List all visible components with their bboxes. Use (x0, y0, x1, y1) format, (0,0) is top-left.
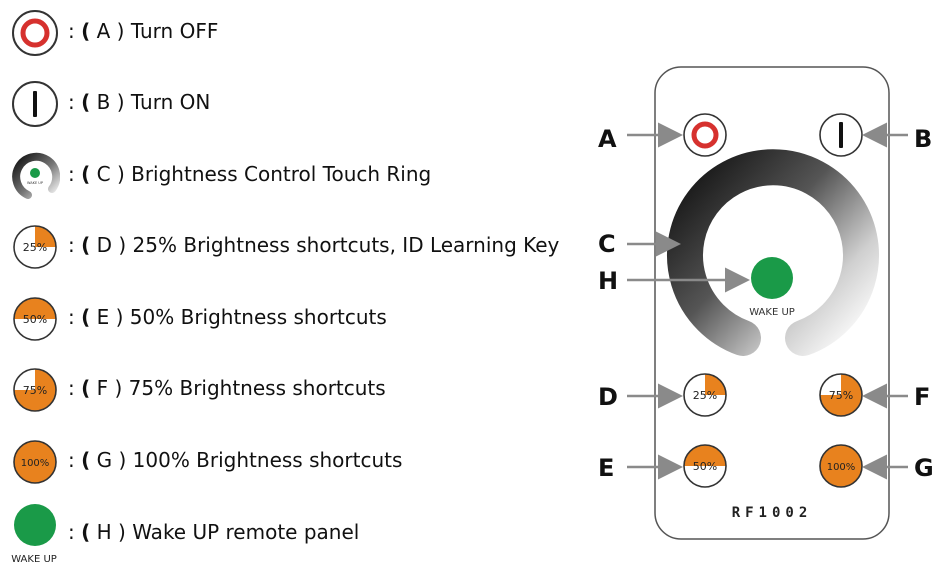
power-on-icon (12, 81, 58, 127)
wake-up-remote-label: WAKE UP (749, 307, 795, 318)
off-button[interactable] (683, 113, 727, 157)
brightness-100-icon: 100% (13, 440, 57, 484)
brightness-touch-ring[interactable] (667, 149, 879, 356)
callout-e: E (598, 454, 614, 482)
svg-text:50%: 50% (693, 460, 717, 473)
legend-label-e: : ( E ) 50% Brightness shortcuts (68, 305, 387, 329)
wake-up-legend-label: WAKE UP (11, 554, 57, 565)
remote-diagram: WAKE UP 25% 75% 50% 100% RF1002 (598, 66, 934, 540)
legend-row-f: 75% : ( F ) 75% Brightness shortcuts (8, 365, 568, 415)
legend-row-g: 100% : ( G ) 100% Brightness shortcuts (8, 437, 568, 487)
badge-50: 50% (23, 313, 47, 326)
callout-h: H (598, 267, 618, 295)
on-button[interactable] (819, 113, 863, 157)
legend-label-c: : ( C ) Brightness Control Touch Ring (68, 162, 432, 186)
svg-text:25%: 25% (693, 389, 717, 402)
legend-label-d: : ( D ) 25% Brightness shortcuts, ID Lea… (68, 233, 560, 257)
brightness-75-button[interactable]: 75% (819, 373, 863, 417)
callout-arrows (627, 122, 908, 480)
legend-row-b: : ( B ) Turn ON (8, 79, 568, 129)
wake-up-icon (14, 504, 56, 546)
svg-text:100%: 100% (827, 462, 856, 473)
legend-row-a: : ( A ) Turn OFF (8, 8, 568, 58)
callout-c: C (598, 230, 616, 258)
legend-row-e: 50% : ( E ) 50% Brightness shortcuts (8, 294, 568, 344)
legend-label-f: : ( F ) 75% Brightness shortcuts (68, 376, 386, 400)
brightness-50-button[interactable]: 50% (683, 444, 727, 488)
callout-g: G (914, 454, 934, 482)
brightness-100-button[interactable]: 100% (819, 444, 863, 488)
callout-f: F (914, 383, 930, 411)
badge-100: 100% (21, 458, 50, 469)
callout-a: A (598, 125, 617, 153)
badge-25: 25% (23, 241, 47, 254)
badge-75: 75% (23, 384, 47, 397)
remote-model-label: RF1002 (732, 505, 813, 521)
svg-text:75%: 75% (829, 389, 853, 402)
legend-row-d: 25% : ( D ) 25% Brightness shortcuts, ID… (8, 222, 568, 272)
brightness-25-icon: 25% (13, 225, 57, 269)
brightness-25-button[interactable]: 25% (683, 373, 727, 417)
wake-up-button[interactable] (751, 257, 793, 299)
legend-label-h: : ( H ) Wake UP remote panel (68, 520, 360, 544)
legend-row-h: WAKE UP : ( H ) Wake UP remote panel (8, 502, 568, 565)
power-off-icon (12, 10, 58, 56)
legend-label-g: : ( G ) 100% Brightness shortcuts (68, 448, 403, 472)
touch-ring-icon: WAKE UP (12, 152, 60, 199)
legend-row-c: WAKE UP : ( C ) Brightness Control Touch… (8, 151, 568, 201)
brightness-75-icon: 75% (13, 368, 57, 412)
legend-label-a: : ( A ) Turn OFF (68, 19, 219, 43)
callout-d: D (598, 383, 618, 411)
brightness-50-icon: 50% (13, 297, 57, 341)
callout-b: B (914, 125, 932, 153)
svg-text:WAKE UP: WAKE UP (27, 181, 43, 185)
legend-label-b: : ( B ) Turn ON (68, 90, 211, 114)
